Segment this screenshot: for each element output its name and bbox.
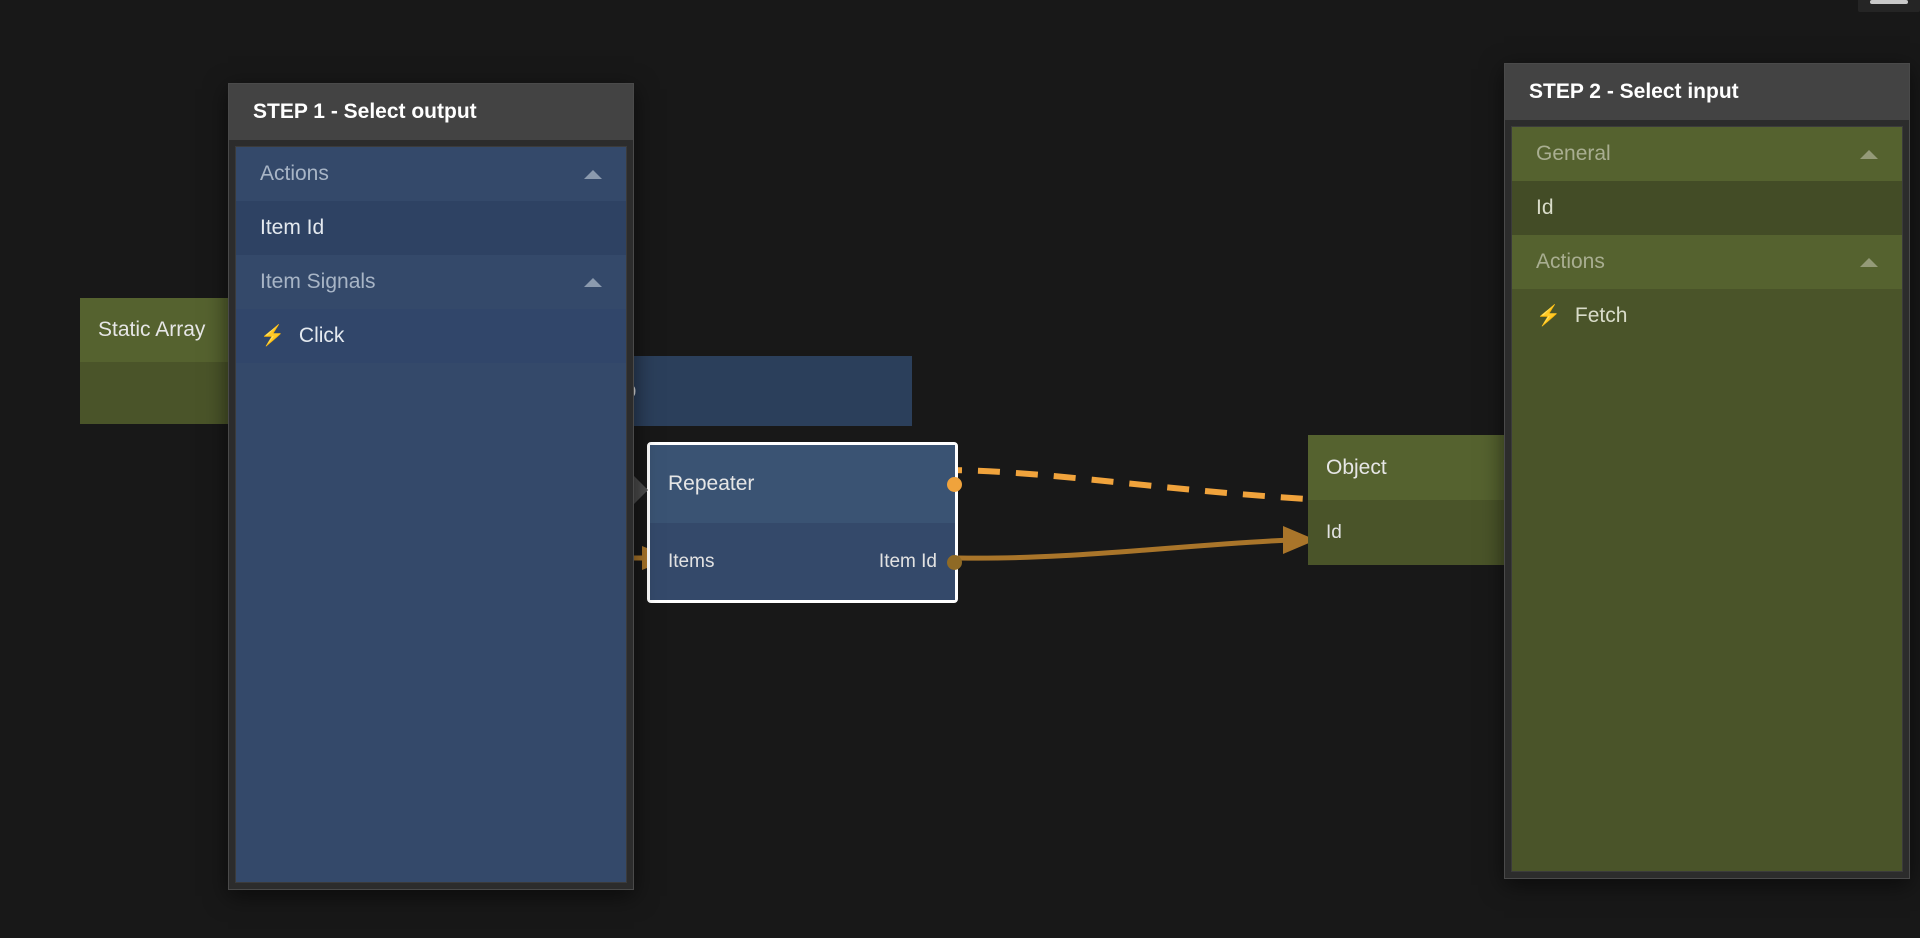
step1-row-item-id[interactable]: Item Id [236, 201, 626, 255]
step2-title: STEP 2 - Select input [1505, 64, 1909, 120]
step1-title: STEP 1 - Select output [229, 84, 633, 140]
connector-dot-click[interactable] [947, 477, 962, 492]
step2-list[interactable]: General Id Actions ⚡ Fetch [1511, 126, 1903, 872]
step2-row-fetch-label: Fetch [1574, 304, 1628, 327]
toolbar-handle-line [1870, 0, 1908, 4]
node-object-header[interactable]: Object [1308, 435, 1508, 500]
port-out-item-id[interactable]: Item Id [878, 550, 937, 572]
node-object-title: Object [1326, 455, 1387, 479]
step1-row-click-label: Click [298, 324, 345, 347]
chevron-up-icon[interactable] [584, 169, 602, 179]
step1-row-actions[interactable]: Actions [236, 147, 626, 201]
node-static-array-title: Static Array [98, 318, 206, 341]
step1-row-click[interactable]: ⚡ Click [236, 309, 626, 363]
step1-list[interactable]: Actions Item Id Item Signals ⚡ Click [235, 146, 627, 883]
step2-row-id[interactable]: Id [1512, 181, 1902, 235]
node-object[interactable]: Object Id [1308, 435, 1525, 565]
node-object-body: Id [1308, 500, 1508, 565]
port-in-id[interactable]: Id [1326, 521, 1342, 543]
step1-row-item-signals-label: Item Signals [260, 270, 376, 293]
lightning-bolt-icon: ⚡ [260, 325, 285, 347]
node-repeater-title: Repeater [668, 472, 755, 495]
step1-row-item-id-label: Item Id [260, 216, 325, 239]
group-parent-caret-icon [632, 474, 648, 506]
node-repeater-header[interactable]: Repeater [650, 445, 955, 523]
port-in-items[interactable]: Items [668, 550, 715, 572]
chevron-up-icon[interactable] [1860, 257, 1878, 267]
node-repeater-body: Items Item Id [650, 523, 955, 600]
step1-row-item-signals[interactable]: Item Signals [236, 255, 626, 309]
node-repeater[interactable]: Repeater Items Item Id [632, 442, 962, 603]
connection-itemid-to-id [957, 537, 1291, 561]
step2-row-general-label: General [1536, 142, 1611, 165]
step1-row-actions-label: Actions [260, 162, 329, 185]
connector-dot-item-id[interactable] [947, 555, 962, 570]
step2-row-id-label: Id [1536, 196, 1554, 219]
chevron-up-icon[interactable] [1860, 149, 1878, 159]
step2-panel[interactable]: STEP 2 - Select input General Id Actions [1504, 63, 1910, 879]
step1-panel[interactable]: STEP 1 - Select output Actions Item Id I… [228, 83, 634, 890]
step2-row-general[interactable]: General [1512, 127, 1902, 181]
lightning-bolt-icon: ⚡ [1536, 305, 1561, 327]
toolbar-handle[interactable] [1858, 0, 1920, 12]
step2-row-actions-label: Actions [1536, 250, 1605, 273]
step2-row-fetch[interactable]: ⚡ Fetch [1512, 289, 1902, 343]
chevron-up-icon[interactable] [584, 277, 602, 287]
step2-row-actions[interactable]: Actions [1512, 235, 1902, 289]
